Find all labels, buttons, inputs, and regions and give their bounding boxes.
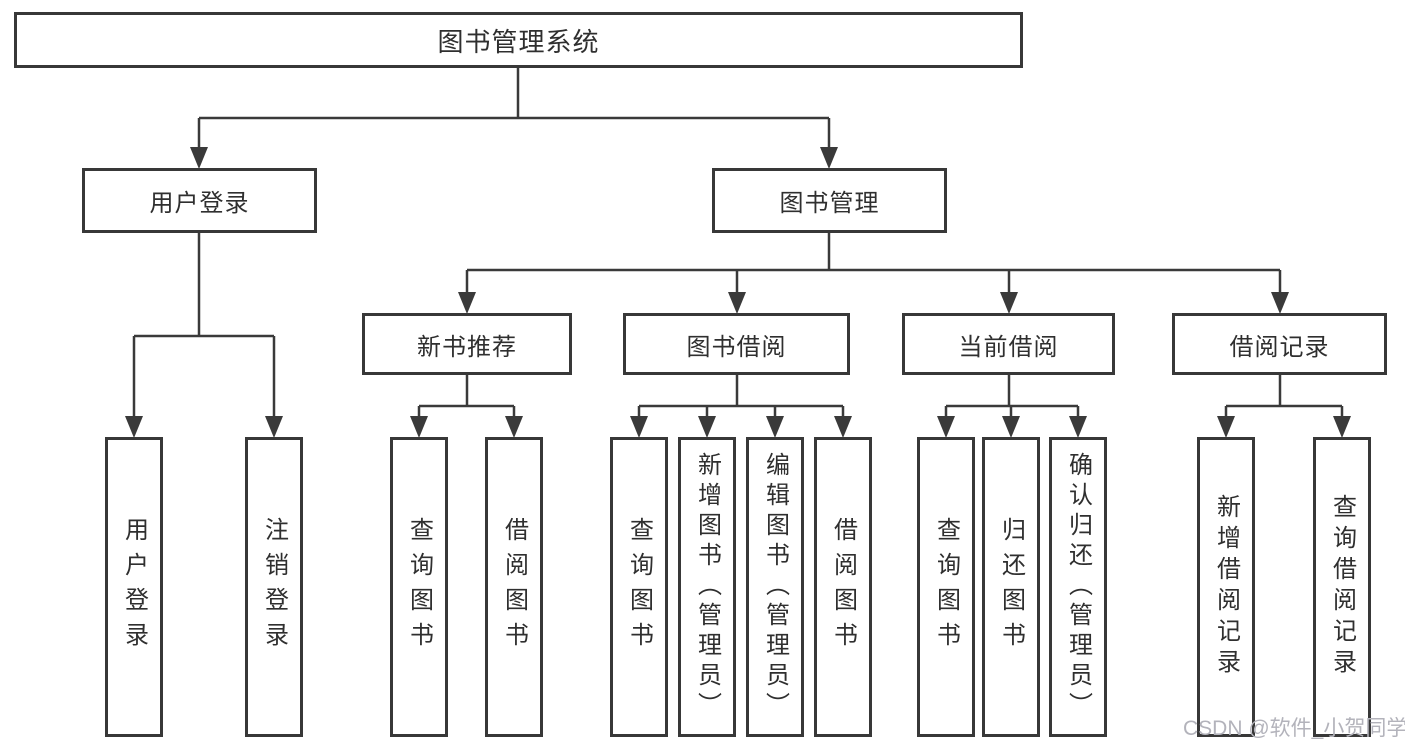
node-label: 新增借阅记录 (1212, 494, 1240, 680)
node-label: 借阅图书 (829, 517, 857, 657)
node-label: 用户登录 (120, 517, 148, 657)
leaf-edit-book-admin: 编辑图书（管理员） (746, 437, 804, 737)
leaf-borrow-books-recommend: 借阅图书 (485, 437, 543, 737)
node-label: 查询图书 (405, 517, 433, 657)
leaf-add-book-admin: 新增图书（管理员） (678, 437, 736, 737)
node-label: 借阅图书 (500, 517, 528, 657)
node-book-borrow: 图书借阅 (623, 313, 850, 375)
node-new-book-recommend: 新书推荐 (362, 313, 572, 375)
arrowhead-icons (125, 147, 1351, 438)
node-label: 查询借阅记录 (1328, 494, 1356, 680)
node-root: 图书管理系统 (14, 12, 1023, 68)
node-label: 归还图书 (997, 517, 1025, 657)
node-label: 编辑图书（管理员） (761, 452, 789, 722)
leaf-user-login: 用户登录 (105, 437, 163, 737)
leaf-add-borrow-record: 新增借阅记录 (1197, 437, 1255, 737)
leaf-query-books-borrow: 查询图书 (610, 437, 668, 737)
leaf-query-borrow-record: 查询借阅记录 (1313, 437, 1371, 737)
leaf-query-books-recommend: 查询图书 (390, 437, 448, 737)
leaf-query-books-current: 查询图书 (917, 437, 975, 737)
leaf-return-book: 归还图书 (982, 437, 1040, 737)
node-book-management: 图书管理 (712, 168, 947, 233)
node-current-borrow: 当前借阅 (902, 313, 1115, 375)
leaf-logout: 注销登录 (245, 437, 303, 737)
node-label: 注销登录 (260, 517, 288, 657)
node-user-login: 用户登录 (82, 168, 317, 233)
leaf-confirm-return-admin: 确认归还（管理员） (1049, 437, 1107, 737)
leaf-borrow-books-2: 借阅图书 (814, 437, 872, 737)
node-label: 查询图书 (625, 517, 653, 657)
watermark: CSDN @软件_小贺同学 (1183, 717, 1405, 740)
node-label: 新增图书（管理员） (693, 452, 721, 722)
node-label: 查询图书 (932, 517, 960, 657)
node-label: 确认归还（管理员） (1064, 452, 1092, 722)
tree-edges (132, 68, 1344, 418)
node-borrow-records: 借阅记录 (1172, 313, 1387, 375)
